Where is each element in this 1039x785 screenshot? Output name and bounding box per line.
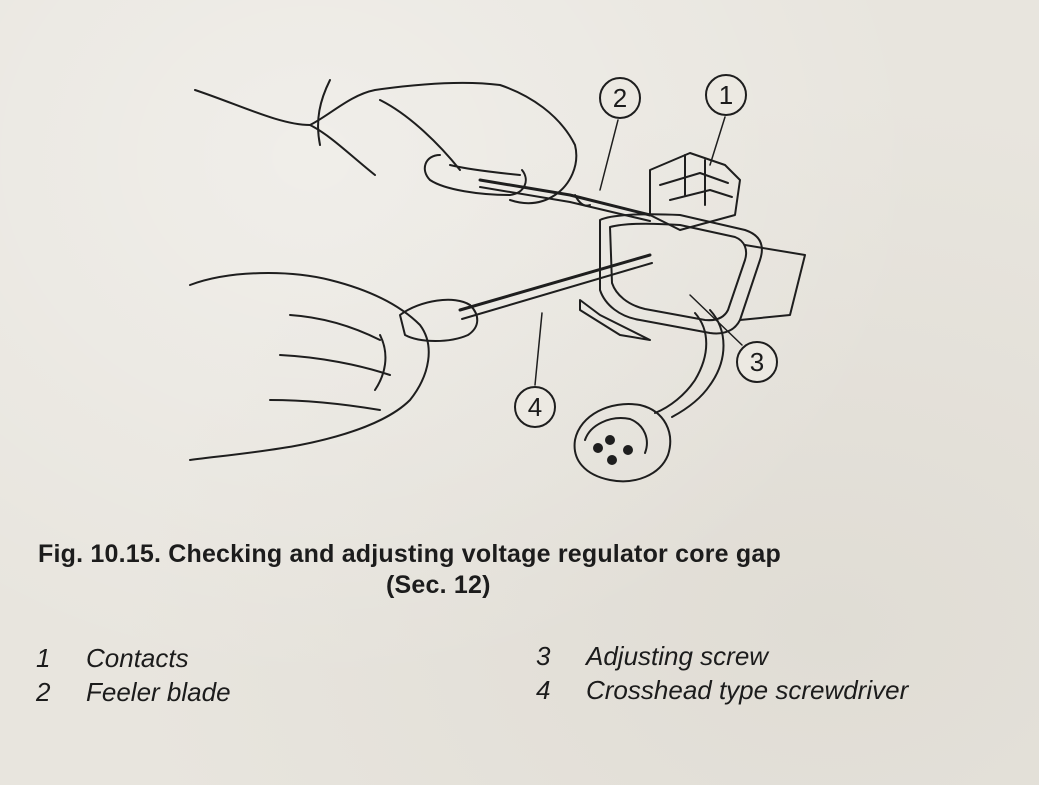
legend-item: 1 Contacts xyxy=(36,643,189,674)
legend-item-label: Adjusting screw xyxy=(586,641,769,671)
leader-line-2 xyxy=(599,119,619,191)
leader-line-4 xyxy=(534,312,543,386)
legend-item-number: 2 xyxy=(36,677,51,707)
figure-caption: Fig. 10.15. Checking and adjusting volta… xyxy=(38,540,958,600)
legend-item-number: 3 xyxy=(536,641,551,671)
svg-text:3: 3 xyxy=(750,347,764,377)
legend-item-label: Crosshead type screwdriver xyxy=(586,675,909,705)
upper-hand-drawing xyxy=(194,81,578,205)
connector-drawing xyxy=(573,403,672,483)
callout-marker-3: 3 xyxy=(736,341,778,383)
legend-item-number: 1 xyxy=(36,643,51,673)
caption-section-ref: (Sec. 12) xyxy=(386,571,491,599)
caption-title: Fig. 10.15. Checking and adjusting volta… xyxy=(38,540,781,568)
regulator-body-drawing xyxy=(599,213,763,335)
svg-text:2: 2 xyxy=(613,83,627,113)
lower-hand-drawing xyxy=(189,272,430,461)
callout-marker-2: 2 xyxy=(599,77,641,119)
callout-marker-4: 4 xyxy=(514,386,556,428)
callout-marker-1: 1 xyxy=(705,74,747,116)
svg-text:4: 4 xyxy=(528,392,542,422)
legend-item-label: Contacts xyxy=(86,643,189,673)
figure-legend: 1 Contacts 2 Feeler blade 3 Adjusting screw… xyxy=(36,641,1016,723)
cable-drawing xyxy=(654,312,708,414)
legend-item-number: 4 xyxy=(536,675,551,705)
legend-item: 2 Feeler blade xyxy=(36,677,231,708)
contacts-drawing xyxy=(649,152,741,231)
legend-item: 3 Adjusting screw xyxy=(536,641,768,672)
leader-line-1 xyxy=(709,116,726,166)
svg-text:1: 1 xyxy=(719,80,733,110)
legend-item-label: Feeler blade xyxy=(86,677,231,707)
regulator-illustration: 2 1 3 4 xyxy=(189,74,806,483)
screwdriver-drawing xyxy=(458,253,652,312)
leader-line-3 xyxy=(689,294,743,346)
legend-item: 4 Crosshead type screwdriver xyxy=(536,675,908,706)
